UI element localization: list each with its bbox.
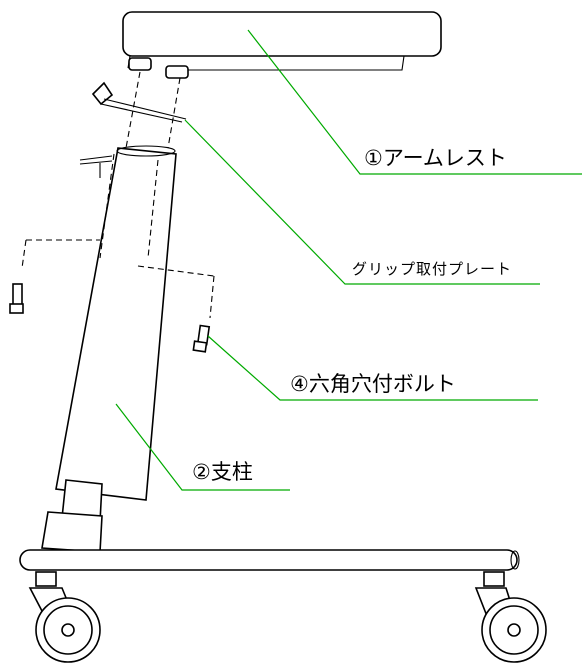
height-lever [79,155,113,178]
leader-hex-bolt [207,335,538,401]
base-frame [19,549,520,571]
armrest-part [122,11,442,79]
label-pillar: ②支柱 [192,460,253,484]
lower-tube-part [41,479,103,553]
armrest-insertion-guides [125,71,181,149]
hex-bolt-right [192,324,211,353]
hex-bolt-left [9,283,24,314]
label-grip-plate: グリップ取付プレート [352,260,513,278]
label-hex-bolt: ④六角穴付ボルト [290,372,456,396]
caster-right [474,571,547,663]
caster-left [28,571,101,663]
label-armrest: ①アームレスト [364,146,507,170]
leader-armrest [247,29,582,175]
leader-grip-plate [184,119,540,285]
grip-plate-part [91,81,187,123]
pillar-part [55,145,177,501]
leader-lines [115,29,582,491]
bolt-insertion-guides [21,239,215,319]
leader-pillar [115,403,290,491]
